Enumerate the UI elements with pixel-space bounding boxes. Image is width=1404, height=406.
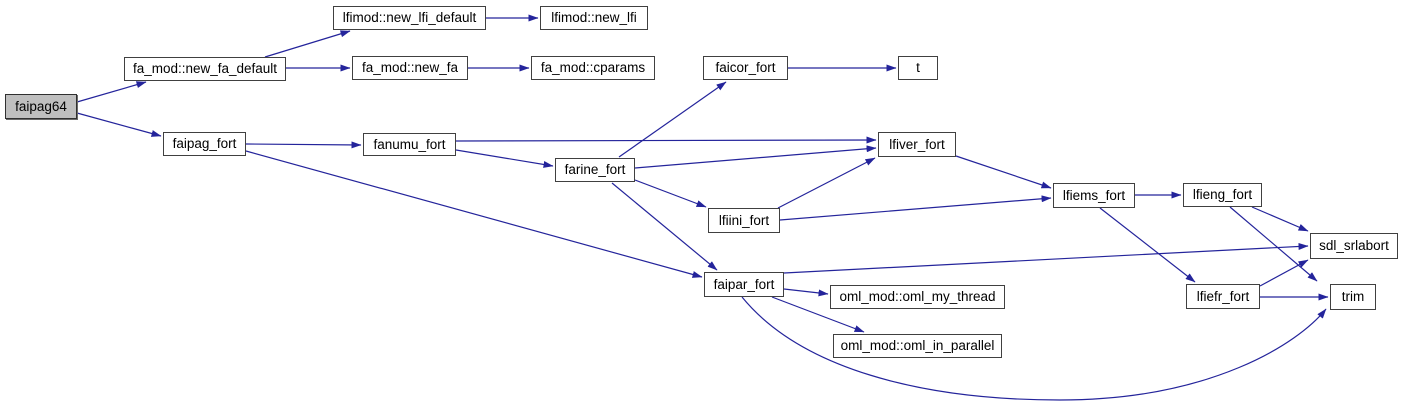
node-faipag_fort[interactable]: faipag_fort — [163, 132, 246, 156]
node-label-lfiefr_fort: lfiefr_fort — [1196, 288, 1250, 304]
node-label-lfiver_fort: lfiver_fort — [889, 136, 945, 152]
node-t[interactable]: t — [898, 56, 938, 80]
node-label-faipag64: faipag64 — [15, 98, 67, 114]
node-trim[interactable]: trim — [1330, 284, 1376, 310]
node-label-lfiems_fort: lfiems_fort — [1062, 187, 1126, 203]
node-label-fa_mod_new_fa: fa_mod::new_fa — [361, 60, 459, 76]
node-label-faipar_fort: faipar_fort — [713, 276, 775, 292]
edge-lfieng_fort-to-sdl_srlabort — [1251, 206, 1309, 232]
edge-lfiver_fort-to-lfiems_fort — [955, 155, 1052, 189]
node-label-faipag_fort: faipag_fort — [172, 136, 237, 152]
node-lfiefr_fort[interactable]: lfiefr_fort — [1186, 284, 1260, 309]
edge-faipag64-to-fa_mod_new_fa_default — [76, 81, 147, 103]
node-lfimod_new_lfi_default[interactable]: lfimod::new_lfi_default — [333, 6, 486, 30]
edge-faipar_fort-to-trim — [741, 296, 1327, 401]
node-oml_mod_oml_in_parallel[interactable]: oml_mod::oml_in_parallel — [833, 334, 1002, 358]
edge-faipar_fort-to-sdl_srlabort — [783, 242, 1309, 274]
node-label-lfimod_new_lfi: lfimod::new_lfi — [551, 10, 637, 26]
edge-lfiems_fort-to-lfiefr_fort — [1099, 207, 1196, 283]
node-lfiems_fort[interactable]: lfiems_fort — [1053, 183, 1135, 208]
node-lfimod_new_lfi[interactable]: lfimod::new_lfi — [540, 6, 648, 30]
edge-lfiefr_fort-to-sdl_srlabort — [1259, 259, 1309, 287]
node-faicor_fort[interactable]: faicor_fort — [703, 56, 788, 80]
node-lfiver_fort[interactable]: lfiver_fort — [878, 132, 956, 157]
node-label-oml_mod_oml_in_parallel: oml_mod::oml_in_parallel — [840, 338, 995, 354]
node-lfiini_fort[interactable]: lfiini_fort — [708, 208, 780, 233]
edge-fanumu_fort-to-lfiver_fort — [455, 136, 877, 144]
node-label-oml_mod_oml_my_thread: oml_mod::oml_my_thread — [839, 289, 996, 305]
node-label-lfieng_fort: lfieng_fort — [1192, 187, 1253, 203]
edge-faipag_fort-to-faipar_fort — [245, 150, 703, 278]
node-fanumu_fort[interactable]: fanumu_fort — [363, 133, 456, 156]
node-label-lfiini_fort: lfiini_fort — [718, 212, 770, 228]
edge-farine_fort-to-faipar_fort — [611, 182, 718, 271]
node-lfieng_fort[interactable]: lfieng_fort — [1183, 183, 1262, 207]
node-label-fanumu_fort: fanumu_fort — [373, 136, 446, 152]
node-fa_mod_new_fa[interactable]: fa_mod::new_fa — [352, 56, 468, 80]
edge-faipar_fort-to-oml_mod_oml_my_thread — [783, 288, 829, 297]
node-label-faicor_fort: faicor_fort — [715, 60, 776, 76]
node-fa_mod_new_fa_default[interactable]: fa_mod::new_fa_default — [124, 57, 286, 81]
edge-lfiini_fort-to-lfiems_fort — [779, 195, 1052, 221]
node-label-farine_fort: farine_fort — [564, 162, 626, 178]
edge-faipar_fort-to-oml_mod_oml_in_parallel — [771, 296, 865, 333]
edge-fa_mod_new_fa_default-to-lfimod_new_lfi_default — [264, 30, 351, 58]
node-label-t: t — [916, 60, 920, 76]
node-sdl_srlabort[interactable]: sdl_srlabort — [1310, 233, 1398, 259]
node-label-fa_mod_new_fa_default: fa_mod::new_fa_default — [132, 61, 278, 77]
node-oml_mod_oml_my_thread[interactable]: oml_mod::oml_my_thread — [830, 285, 1005, 309]
node-label-sdl_srlabort: sdl_srlabort — [1319, 238, 1389, 254]
edge-lfiini_fort-to-lfiver_fort — [777, 157, 876, 209]
edge-fanumu_fort-to-farine_fort — [455, 149, 554, 168]
node-farine_fort[interactable]: farine_fort — [555, 158, 635, 182]
edge-lfieng_fort-to-trim — [1229, 206, 1318, 282]
node-label-trim: trim — [1341, 289, 1365, 305]
edge-faipag64-to-faipag_fort — [76, 112, 162, 137]
node-fa_mod_cparams[interactable]: fa_mod::cparams — [531, 56, 655, 80]
edge-farine_fort-to-lfiver_fort — [634, 145, 877, 169]
node-label-lfimod_new_lfi_default: lfimod::new_lfi_default — [342, 10, 477, 26]
edge-farine_fort-to-lfiini_fort — [634, 179, 707, 208]
node-faipag64[interactable]: faipag64 — [5, 94, 77, 119]
edge-faipag_fort-to-fanumu_fort — [245, 141, 362, 149]
node-faipar_fort[interactable]: faipar_fort — [704, 272, 784, 297]
edge-farine_fort-to-faicor_fort — [618, 81, 727, 158]
edge-group — [76, 14, 1329, 401]
node-label-fa_mod_cparams: fa_mod::cparams — [540, 60, 646, 76]
